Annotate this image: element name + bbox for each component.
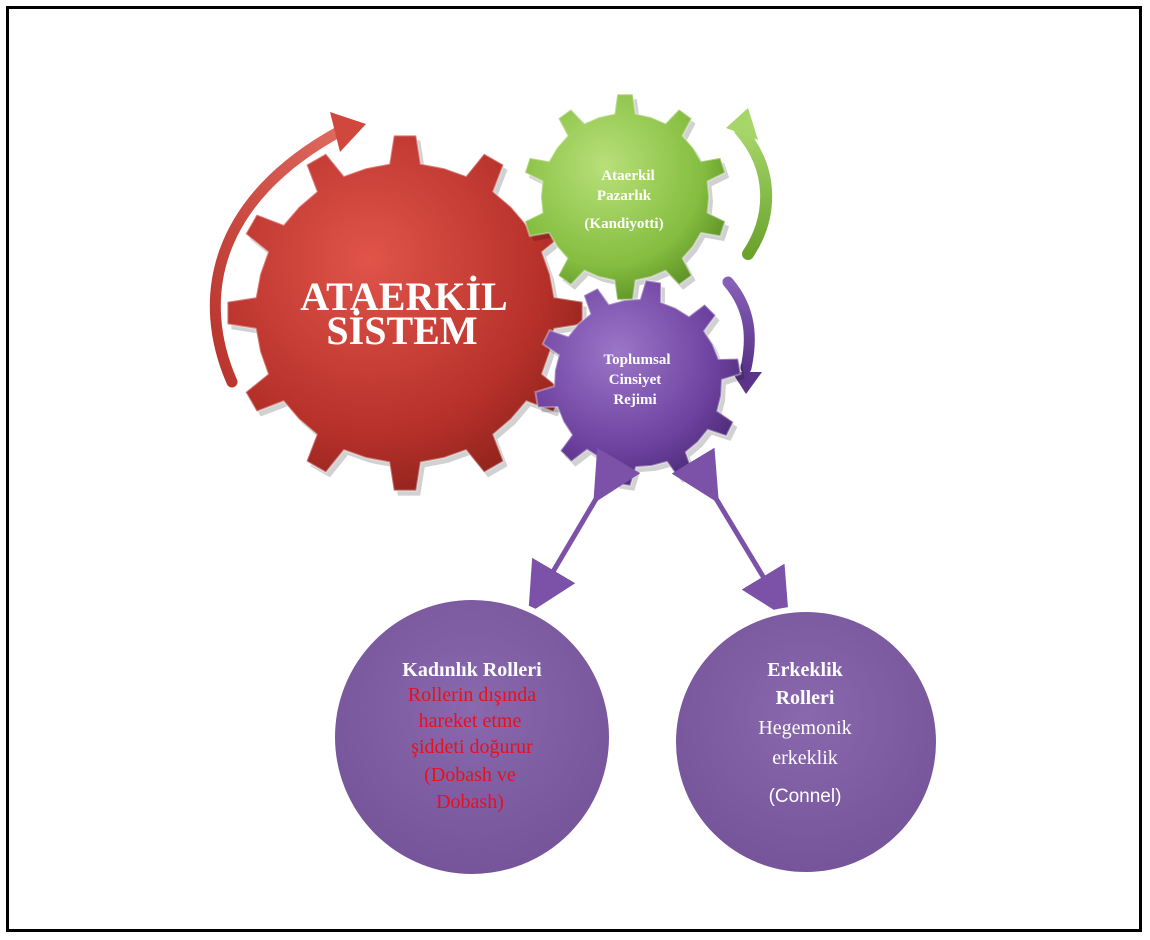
green-gear-label-line1: Ataerkil	[601, 168, 654, 184]
right-circle-body-line1: Hegemonik	[758, 717, 851, 739]
green-gear	[523, 93, 730, 305]
main-gear-label-line1: ATAERKİL	[300, 274, 507, 319]
purple-gear	[534, 279, 745, 491]
left-circle-body-line2: hareket etme	[419, 710, 522, 732]
green-gear-label-line2: Pazarlık	[597, 188, 652, 204]
right-circle-body-line3: (Connel)	[769, 786, 842, 807]
green-cycle-arrow	[734, 124, 773, 260]
green-gear-label-line3: (Kandiyotti)	[584, 216, 663, 232]
main-gear	[226, 134, 587, 496]
right-circle-title-line1: Erkeklik	[767, 659, 843, 681]
purple-gear-label-line2: Cinsiyet	[609, 372, 662, 388]
purple-cycle-arrowhead	[732, 372, 762, 394]
left-circle-body-line4: (Dobash ve	[424, 764, 516, 786]
left-circle-body-line5: Dobash)	[436, 791, 504, 813]
right-circle-title-line2: Rolleri	[776, 687, 835, 709]
left-circle	[329, 594, 615, 880]
main-gear-label-line2: SİSTEM	[326, 308, 477, 353]
right-circle-body-line2: erkeklik	[772, 747, 838, 769]
connector-arrow-left	[528, 447, 641, 614]
left-circle-title: Kadınlık Rolleri	[402, 659, 542, 681]
left-circle-body-line3: şiddeti doğurur	[411, 736, 533, 758]
green-gear-body	[523, 93, 727, 301]
purple-gear-label-line3: Rejimi	[613, 392, 656, 408]
red-cycle-arrowhead	[330, 112, 366, 152]
connector-arrow-right	[671, 447, 789, 620]
left-circle-body-line1: Rollerin dışında	[408, 684, 536, 706]
right-circle	[670, 606, 942, 878]
purple-cycle-arrow	[722, 276, 755, 374]
green-cycle-arrowhead	[726, 108, 758, 140]
purple-gear-label-line1: Toplumsal	[604, 352, 671, 368]
red-cycle-arrow	[209, 124, 348, 388]
